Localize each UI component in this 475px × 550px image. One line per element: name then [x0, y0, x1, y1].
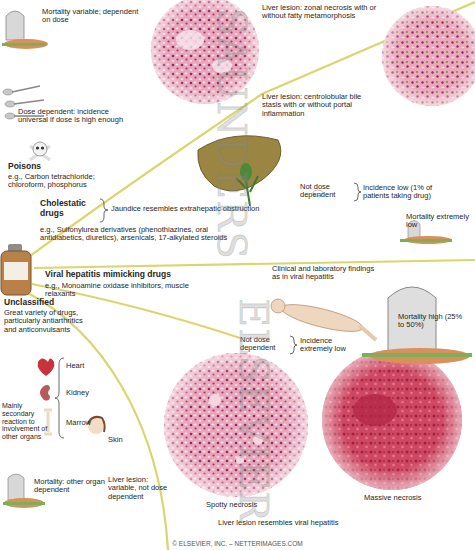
lesion-note: Liver lesion: centrolobular bile stasis …	[262, 93, 380, 118]
brackets	[55, 183, 361, 438]
incidence-note: Incidence low (1% of patients taking dru…	[363, 184, 453, 201]
micrograph-circle	[382, 6, 475, 106]
category-heading: Unclassified	[4, 298, 84, 308]
fatty-vacuole	[176, 30, 204, 50]
necrosis-spot	[209, 394, 221, 406]
organ-label: Skin	[108, 436, 138, 444]
skull-head	[33, 142, 47, 156]
mortality-note: Mortality: other organ dependent	[34, 478, 106, 495]
dose-note: Dose dependent: incidence universal if d…	[18, 108, 140, 125]
drug-examples: e.g., Sulfonylurea derivatives (phenothi…	[40, 226, 235, 243]
grass	[3, 502, 45, 505]
category-heading: Viral hepatitis mimicking drugs	[45, 270, 225, 280]
grave-mound	[4, 498, 44, 508]
micrograph-circle	[322, 350, 462, 490]
kidney-symbol	[40, 385, 50, 401]
organ-note: Mainly secondary reaction to involvement…	[2, 402, 56, 441]
grass	[362, 353, 472, 357]
micrograph-caption: Massive necrosis	[364, 494, 444, 502]
patient-body	[279, 299, 365, 337]
category-heading: Poisons	[8, 162, 68, 172]
category-heading: Cholestatic drugs	[40, 199, 100, 218]
watermark: SAUNDERS	[212, 8, 252, 260]
micrograph-vignette	[322, 350, 462, 490]
clinical-note: Clinical and laboratory findings as in v…	[272, 265, 384, 282]
spoon-handle	[14, 100, 44, 104]
mortality-note: Mortality variable; dependent on dose	[42, 8, 142, 25]
resemblance-note: Jaundice resembles extrahepatic obstruct…	[111, 205, 281, 213]
copyright: © ELSEVIER, INC. – NETTERIMAGES.COM	[0, 540, 475, 547]
organ-label: Heart	[66, 362, 106, 370]
divider-line	[34, 260, 475, 268]
gravestone	[2, 11, 48, 49]
spoon	[5, 101, 15, 107]
patient-leg	[360, 326, 376, 340]
bracket	[55, 358, 64, 438]
incidence-note: Incidence extremely low	[300, 337, 356, 354]
bracket	[290, 336, 297, 354]
bottle-label	[4, 262, 28, 280]
grass	[2, 43, 46, 46]
micrograph	[382, 6, 475, 106]
organ-label: Kidney	[66, 389, 106, 397]
mortality-note: Mortality extremely low	[406, 213, 472, 230]
watermark: ELSEVIER	[234, 298, 274, 522]
grass	[400, 239, 452, 242]
dose-note: Not dose dependent	[300, 183, 352, 200]
gravestone	[362, 287, 472, 364]
patient-figure	[271, 299, 376, 340]
skull-eye	[41, 146, 44, 149]
micrograph-vignette	[382, 6, 475, 106]
drug-examples: Great variety of drugs, particularly ant…	[4, 309, 96, 334]
bottle-body	[1, 251, 31, 295]
lesion-note: Liver lesion: zonal necrosis with or wit…	[262, 4, 380, 21]
drug-examples: e.g., Carbon tetrachloride; chloroform, …	[8, 173, 118, 190]
organ-label: Marrow	[66, 419, 106, 427]
micrograph	[322, 350, 462, 490]
spoon-handle	[12, 86, 40, 92]
drug-bottle	[1, 244, 31, 295]
heart-symbol	[38, 359, 55, 377]
bracket	[100, 199, 108, 222]
headstone	[6, 11, 24, 40]
skull	[30, 142, 50, 160]
bracket	[354, 183, 361, 201]
mortality-note: Mortality high (25% to 50%)	[398, 313, 464, 330]
hemorrhage	[353, 394, 397, 426]
drug-examples: e.g., Monoamine oxidase inhibitors, musc…	[45, 282, 195, 299]
skull-eye	[36, 146, 39, 149]
spoon	[3, 89, 13, 95]
headstone	[8, 474, 24, 500]
spoon	[5, 113, 15, 119]
lesion-note: Liver lesion: variable, not dose depende…	[108, 476, 170, 501]
